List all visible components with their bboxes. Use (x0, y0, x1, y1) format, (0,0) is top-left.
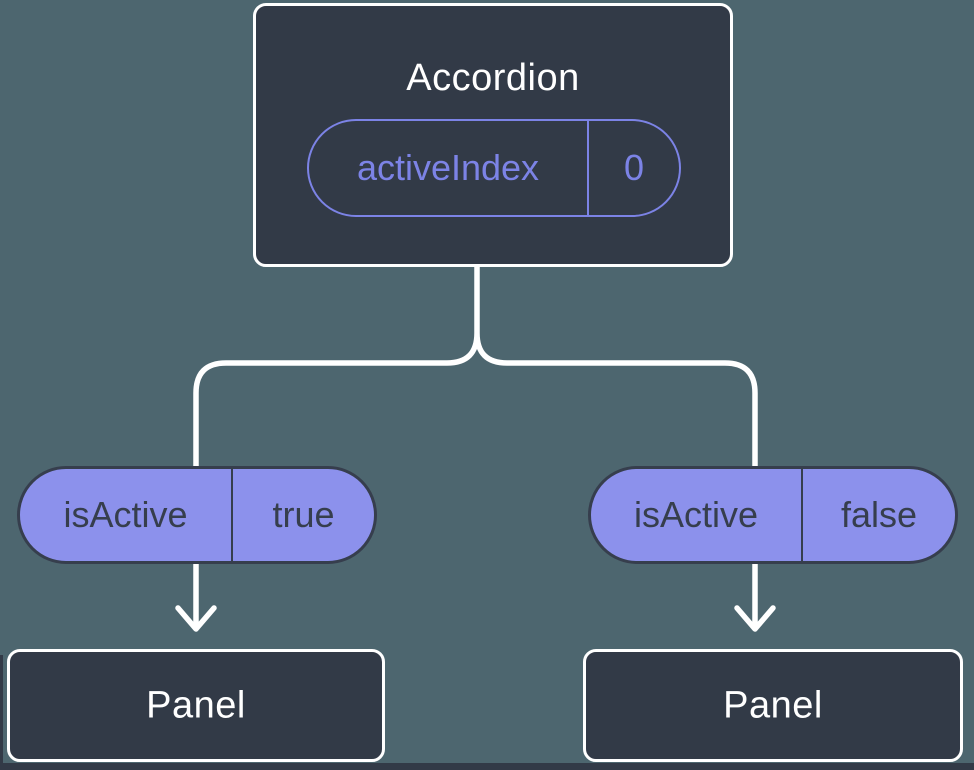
prop-name-label: activeIndex (309, 121, 589, 215)
active-index-prop-pill: activeIndex 0 (307, 119, 681, 217)
page-bottom-bar (0, 763, 974, 770)
arrow-down-right-icon (734, 560, 776, 632)
prop-value-label: 0 (623, 147, 645, 188)
panel-node-right: Panel (583, 649, 963, 762)
prop-name-label: isActive (20, 469, 233, 561)
is-active-pill-left: isActive true (17, 466, 377, 564)
accordion-node: Accordion activeIndex 0 (253, 3, 733, 267)
is-active-pill-right: isActive false (588, 466, 958, 564)
arrow-down-left-icon (175, 560, 217, 632)
prop-value-label: true (272, 494, 335, 535)
panel-node-left: Panel (7, 649, 385, 762)
page-edge-sliver (0, 655, 3, 770)
panel-node-title: Panel (723, 684, 823, 726)
prop-name-label: isActive (591, 469, 803, 561)
panel-node-title: Panel (146, 684, 246, 726)
accordion-node-title: Accordion (406, 57, 580, 99)
branch-connector (193, 262, 758, 470)
prop-value-label: false (840, 494, 918, 535)
